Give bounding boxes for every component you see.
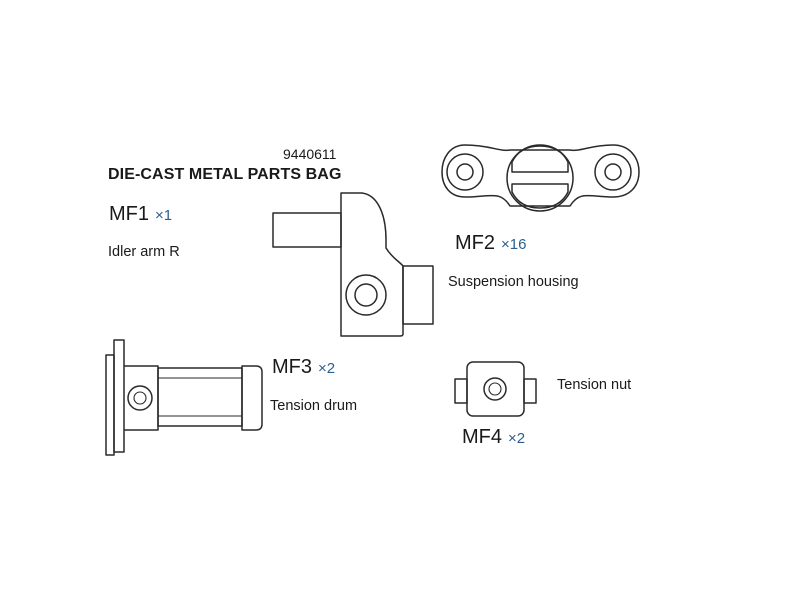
idler-arm-body — [340, 192, 404, 337]
suspension-housing-right-boss — [594, 153, 632, 191]
tension-drum-drawing — [105, 339, 263, 456]
tension-nut-right-tab — [523, 378, 537, 404]
part-mf4-label: MF4 ×2 — [462, 426, 525, 449]
part-mf4-qty: ×2 — [508, 430, 526, 447]
part-mf3-qty: ×2 — [318, 360, 336, 377]
tension-nut-left-tab — [454, 378, 468, 404]
part-mf2-qty: ×16 — [501, 236, 527, 253]
tension-nut-body — [466, 361, 525, 417]
tension-drum-plate — [113, 339, 125, 453]
tension-nut-hole-outer — [483, 377, 507, 401]
suspension-housing-center-ring — [506, 144, 574, 212]
part-mf2-label: MF2 ×16 — [455, 232, 526, 255]
tension-nut-drawing — [454, 361, 537, 417]
tension-drum-mount — [124, 365, 159, 431]
idler-arm-drawing — [272, 192, 434, 337]
part-mf1-name: Idler arm R — [108, 244, 180, 260]
tension-drum-hole-inner — [133, 391, 147, 405]
suspension-housing-outline — [441, 144, 640, 207]
idler-arm-boss — [402, 265, 434, 325]
tension-drum-cap — [241, 365, 263, 431]
idler-arm-hole-inner — [354, 283, 378, 307]
suspension-housing-right-hole — [604, 163, 622, 181]
part-mf2-name: Suspension housing — [448, 274, 579, 290]
tension-drum-shaft — [157, 367, 243, 427]
part-mf4-name: Tension nut — [557, 377, 632, 393]
part-mf3-name: Tension drum — [270, 398, 358, 414]
suspension-housing-drawing — [441, 144, 640, 212]
part-number: 9440611 — [283, 146, 337, 162]
idler-arm-stub — [272, 212, 342, 248]
part-mf1-qty: ×1 — [155, 207, 173, 224]
tension-drum-flange — [105, 354, 115, 456]
bag-title: DIE-CAST METAL PARTS BAG — [108, 166, 342, 183]
part-mf1-code: MF1 — [109, 203, 149, 225]
tension-nut-hole-inner — [488, 382, 502, 396]
part-mf1-label: MF1 ×1 — [109, 203, 172, 226]
part-mf4-code: MF4 — [462, 426, 502, 448]
suspension-housing-center-cut — [511, 145, 569, 209]
suspension-housing-left-hole — [456, 163, 474, 181]
part-mf2-code: MF2 — [455, 232, 495, 254]
part-mf3-label: MF3 ×2 — [272, 356, 335, 379]
tension-drum-hole — [127, 385, 153, 411]
suspension-housing-left-boss — [446, 153, 484, 191]
part-mf3-code: MF3 — [272, 356, 312, 378]
idler-arm-hole-outer — [345, 274, 387, 316]
